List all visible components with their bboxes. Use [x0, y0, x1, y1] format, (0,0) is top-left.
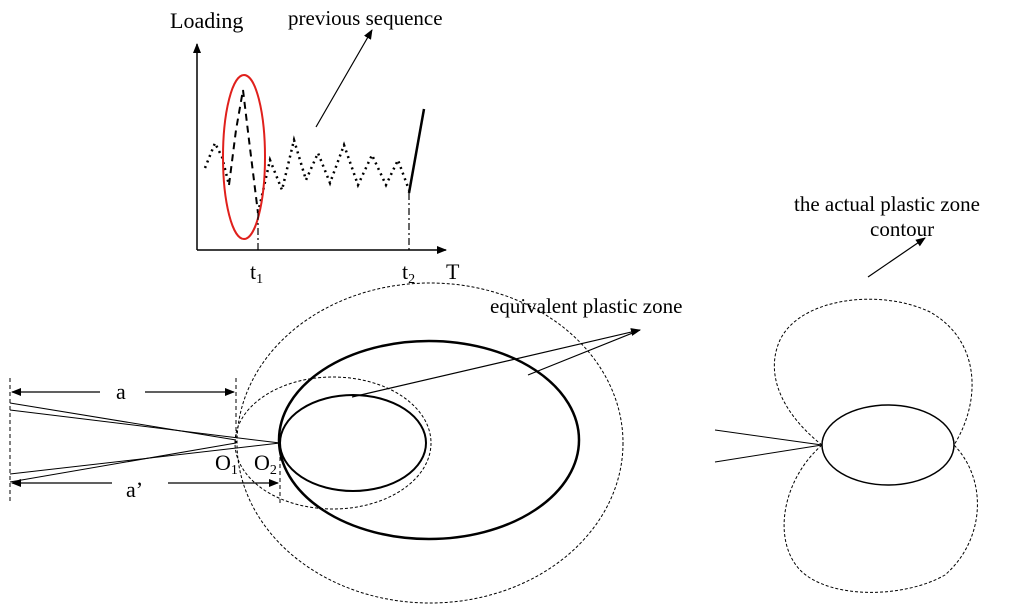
right-crack-face-upper: [714, 429, 823, 446]
dotted-load-history-right: [256, 135, 411, 214]
actual-plastic-zone-contour: [773, 298, 978, 593]
loading-chart: Loading T t1 t2 previous sequence: [170, 6, 460, 287]
dimension-a-label: a: [116, 379, 126, 404]
overload-highlight-ellipse: [222, 74, 266, 240]
equivalent-zone-pointer-small: [351, 328, 641, 398]
o2-label: O2: [254, 450, 277, 478]
actual-plastic-zone-diagram: the actual plastic zone contour: [714, 192, 980, 593]
current-loading-segment: [407, 108, 426, 194]
crack-face-upper-inner: [9, 409, 281, 444]
large-equivalent-plastic-zone: [277, 339, 581, 541]
o1-label: O1: [215, 450, 238, 478]
outer-monotonic-zone-contour: [236, 282, 624, 604]
small-equivalent-plastic-zone: [279, 394, 427, 492]
dotted-load-history-left: [203, 139, 231, 186]
t1-label: t1: [250, 259, 263, 287]
equivalent-zone-pointer-large: [527, 329, 641, 376]
right-crack-face-lower: [714, 444, 823, 463]
crack-face-lower-inner: [9, 442, 281, 475]
actual-contour-pointer: [867, 237, 926, 278]
previous-sequence-arrow: [315, 29, 373, 128]
right-crack-tip-ellipse: [821, 404, 955, 486]
previous-zone-contour: [234, 376, 432, 510]
t2-label: t2: [402, 259, 415, 287]
y-axis-label: Loading: [170, 8, 243, 33]
crack-plastic-zone-diagram: a a’ O1 O2 equivalent plastic zone: [9, 282, 682, 604]
overload-peak-curve: [228, 89, 259, 214]
actual-contour-label-line2: contour: [870, 217, 934, 241]
previous-sequence-label: previous sequence: [288, 6, 443, 30]
crack-face-upper-outer: [9, 402, 237, 441]
dimension-a-prime-label: a’: [126, 477, 143, 502]
actual-contour-label-line1: the actual plastic zone: [794, 192, 980, 216]
x-axis-label: T: [446, 259, 460, 284]
equivalent-zone-label: equivalent plastic zone: [490, 294, 682, 318]
crack-face-lower-outer: [9, 442, 237, 483]
